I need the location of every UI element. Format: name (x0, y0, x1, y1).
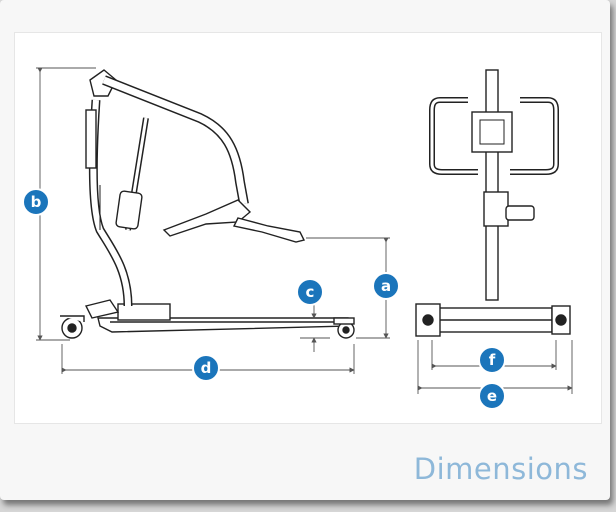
badge-a: a (372, 272, 400, 300)
svg-text:b: b (31, 193, 42, 211)
dimensions-caption: Dimensions (413, 452, 588, 486)
figure-frame: Dimensions (0, 0, 610, 500)
badge-e: e (478, 382, 506, 410)
svg-text:f: f (489, 351, 496, 369)
badge-b: b (22, 188, 50, 216)
svg-text:e: e (487, 387, 497, 405)
svg-text:d: d (201, 359, 212, 377)
svg-text:a: a (381, 277, 391, 295)
badge-f: f (478, 346, 506, 374)
badge-c: c (296, 278, 324, 306)
svg-text:c: c (306, 283, 315, 301)
front-view (415, 69, 571, 337)
side-view (60, 69, 355, 339)
badge-d: d (192, 354, 220, 382)
